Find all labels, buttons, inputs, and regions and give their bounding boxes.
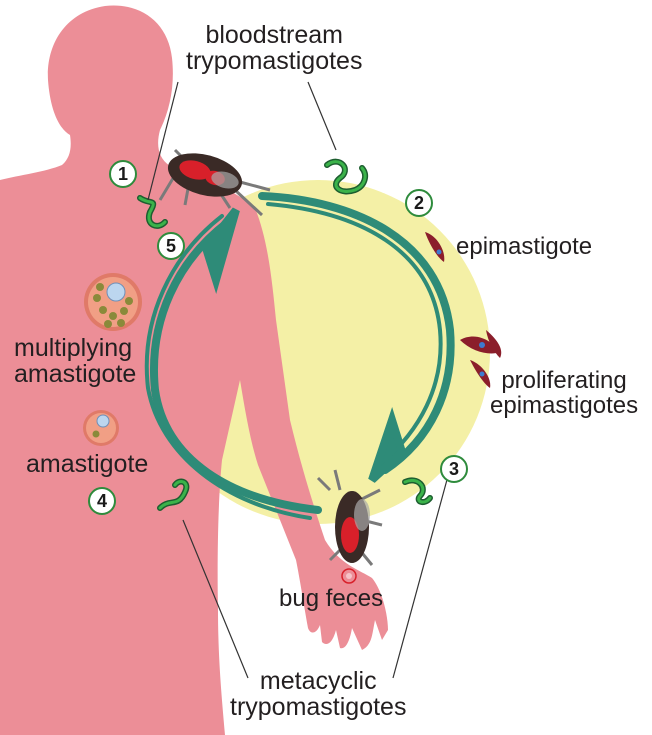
label-proliferating-epimastigotes: proliferating epimastigotes: [490, 368, 638, 418]
step-badge-3: 3: [440, 455, 468, 483]
label-metacyclic-trypomastigotes: metacyclic trypomastigotes: [230, 668, 406, 721]
step-badge-4: 4: [88, 487, 116, 515]
label-amastigote: amastigote: [26, 451, 148, 477]
label-epimastigote: epimastigote: [456, 234, 592, 259]
multiplying-amastigote-icon: [84, 273, 142, 331]
label-multiplying-amastigote: multiplying amastigote: [14, 335, 136, 388]
step-badge-5: 5: [157, 232, 185, 260]
step-badge-2: 2: [405, 189, 433, 217]
label-bloodstream-trypomastigotes: bloodstream trypomastigotes: [186, 22, 362, 75]
label-bug-feces: bug feces: [279, 586, 383, 611]
amastigote-icon: [83, 410, 119, 446]
step-badge-1: 1: [109, 160, 137, 188]
